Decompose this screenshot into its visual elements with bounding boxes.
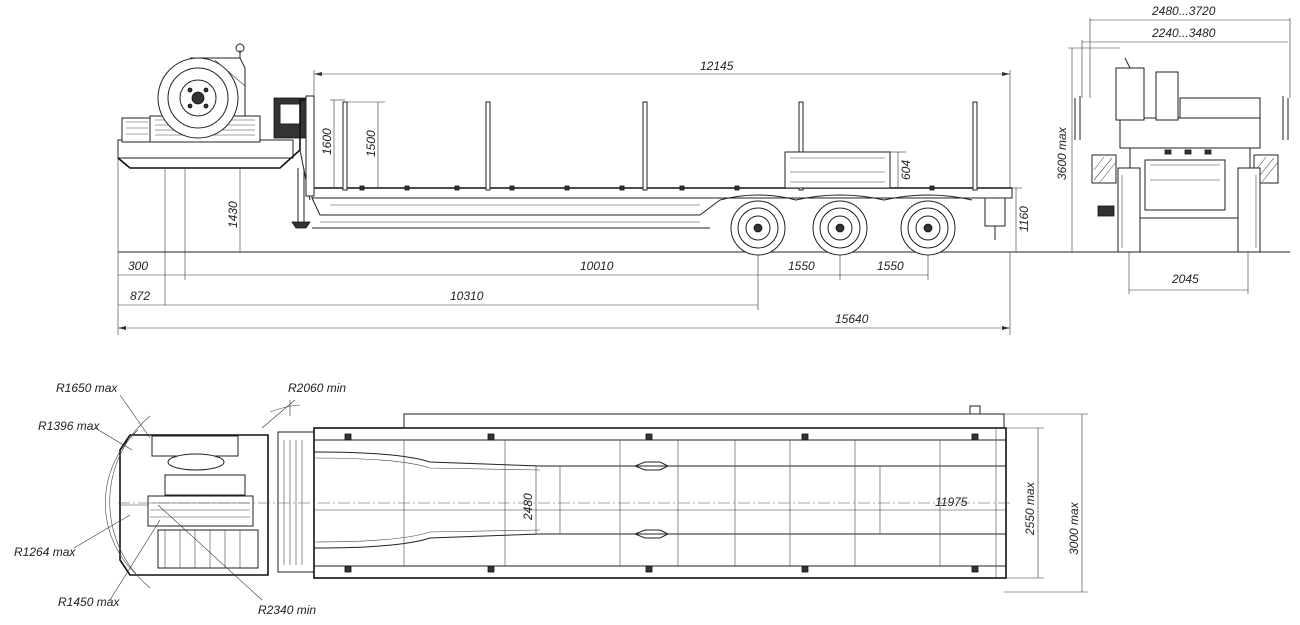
dim-10010: 10010 <box>580 259 614 273</box>
axle-wheels <box>719 194 973 256</box>
dim-1430: 1430 <box>226 201 240 228</box>
side-view: 12145 1600 1500 604 1430 1160 <box>117 43 1290 335</box>
dim-2480-3720: 2480...3720 <box>1151 4 1216 18</box>
side-dimensions: 12145 1600 1500 604 1430 1160 <box>117 59 1031 335</box>
rear-view: 2480...3720 2240...3480 3600 max 2045 <box>1055 4 1291 294</box>
dim-1550-a: 1550 <box>788 259 815 273</box>
dim-2550-max: 2550 max <box>1023 481 1037 536</box>
r1650: R1650 max <box>56 381 118 395</box>
dim-3600-max: 3600 max <box>1055 126 1069 180</box>
r1450: R1450 max <box>58 595 120 609</box>
dim-872: 872 <box>130 289 150 303</box>
dim-1500: 1500 <box>364 130 378 157</box>
dim-2480: 2480 <box>521 493 535 521</box>
dim-10310: 10310 <box>450 289 484 303</box>
gooseneck <box>117 43 312 229</box>
dim-1600: 1600 <box>320 128 334 155</box>
dim-3000-max: 3000 max <box>1067 501 1081 555</box>
dim-11975: 11975 <box>935 495 968 509</box>
r1264: R1264 max <box>14 545 76 559</box>
dim-1550-b: 1550 <box>877 259 904 273</box>
r2060: R2060 min <box>288 381 346 395</box>
dim-2240-3480: 2240...3480 <box>1151 26 1216 40</box>
top-view: R1650 max R1396 max R1264 max R1450 max … <box>14 381 1088 617</box>
r1396: R1396 max <box>38 419 100 433</box>
dim-15640: 15640 <box>835 312 869 326</box>
dim-12145: 12145 <box>700 59 734 73</box>
dim-1160: 1160 <box>1017 206 1031 232</box>
dim-300: 300 <box>128 259 148 273</box>
main-deck <box>305 95 1013 240</box>
dim-2045: 2045 <box>1171 272 1199 286</box>
rear-dimensions: 2480...3720 2240...3480 3600 max 2045 <box>1055 4 1291 294</box>
r2340: R2340 min <box>258 603 316 617</box>
dim-604: 604 <box>899 160 913 180</box>
